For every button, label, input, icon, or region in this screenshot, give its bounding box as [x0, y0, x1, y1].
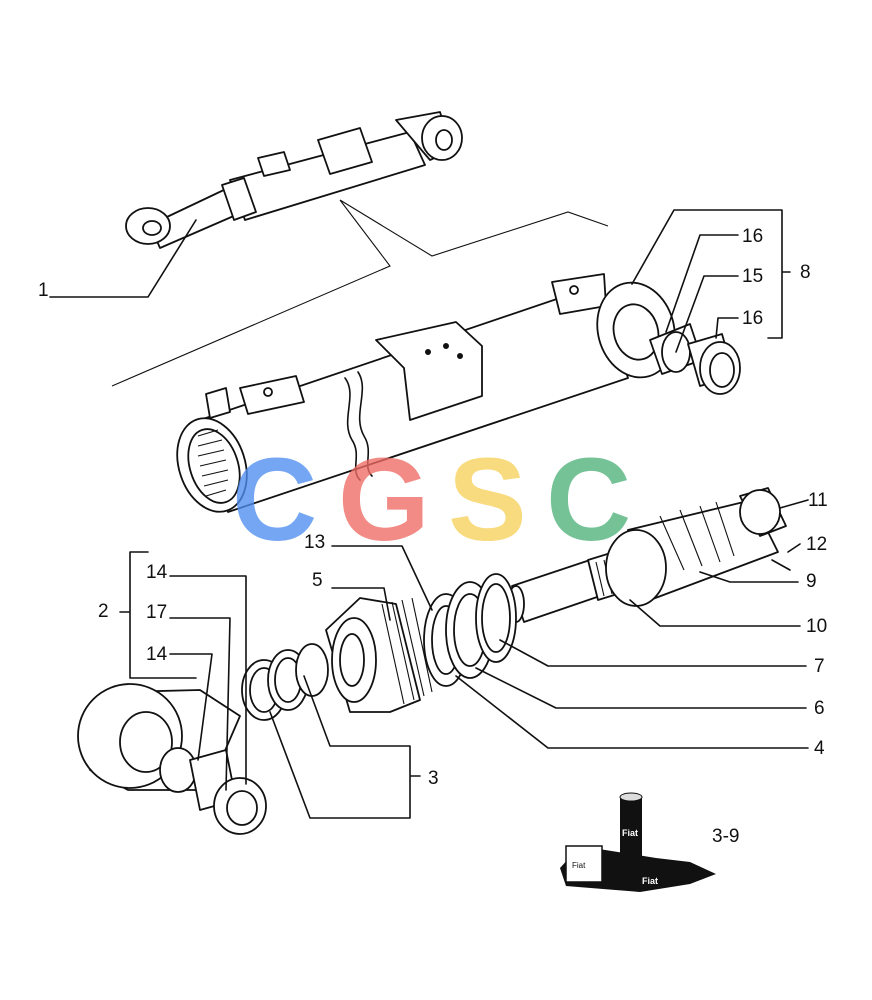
assembled-cylinder — [125, 111, 463, 249]
leader-lines — [49, 209, 809, 819]
label-part-13: 13 — [304, 532, 325, 553]
label-part-11: 11 — [808, 490, 828, 511]
label-part-1: 1 — [38, 280, 49, 301]
brand-mark-2: Fiat — [642, 876, 658, 886]
label-part-3: 3 — [428, 768, 439, 789]
label-part-10: 10 — [806, 616, 827, 637]
label-part-2: 2 — [98, 601, 109, 622]
label-part-8: 8 — [800, 262, 811, 283]
part-labels: 1 2 3 4 5 6 7 8 9 10 11 12 13 14 14 15 1… — [38, 226, 828, 789]
page-code: 3-9 — [712, 826, 739, 847]
label-part-14-bottom: 14 — [146, 644, 168, 665]
seal-stack — [325, 573, 517, 713]
cylinder-barrel — [176, 273, 741, 513]
label-part-12: 12 — [806, 534, 827, 555]
page-code-group: 3-9 Fiat Fiat Fiat — [560, 792, 739, 892]
label-part-14-top: 14 — [146, 562, 168, 583]
label-part-7: 7 — [814, 656, 825, 677]
guide-lines — [111, 199, 609, 387]
label-part-5: 5 — [312, 570, 323, 591]
piston-rod-assembly — [507, 487, 791, 623]
watermark-letter-1: C — [232, 434, 317, 566]
watermark-letter-3: S — [448, 434, 527, 566]
watermark: C G S C — [232, 434, 631, 566]
label-part-16-bottom: 16 — [742, 308, 763, 329]
label-part-15: 15 — [742, 266, 763, 287]
brand-mark-3: Fiat — [572, 861, 586, 870]
label-part-4: 4 — [814, 738, 825, 759]
brand-block-icon — [565, 845, 603, 883]
watermark-letter-2: G — [338, 434, 430, 566]
brand-mark-1: Fiat — [622, 828, 638, 838]
label-part-16-top: 16 — [742, 226, 763, 247]
rod-end-parts — [77, 643, 329, 835]
label-part-17: 17 — [146, 602, 167, 623]
brand-cylinder-icon — [620, 796, 642, 866]
label-part-6: 6 — [814, 698, 825, 719]
label-part-9: 9 — [806, 571, 817, 592]
